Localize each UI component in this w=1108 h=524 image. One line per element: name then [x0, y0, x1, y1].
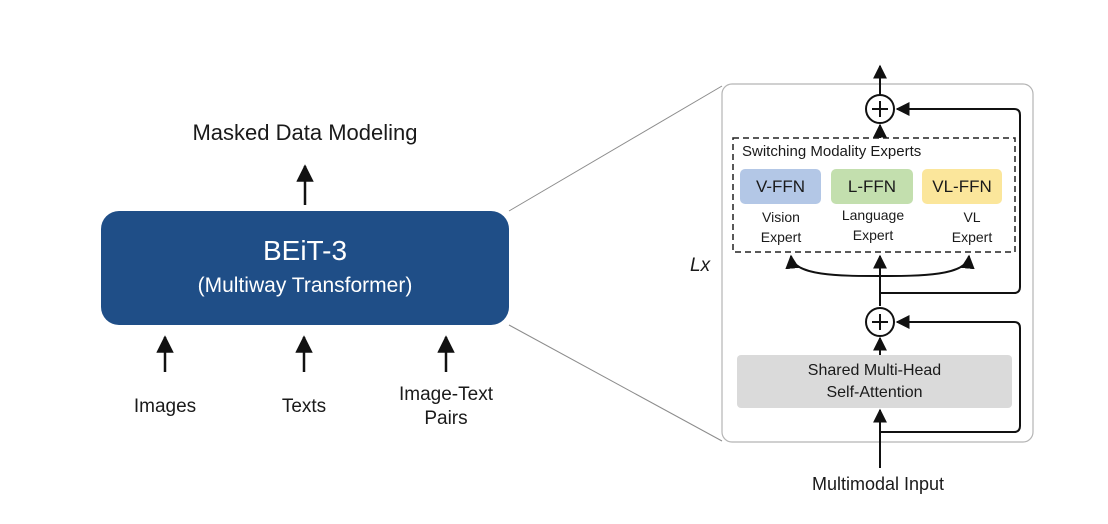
model-title: BEiT-3 — [262, 235, 348, 266]
routing-to-vl — [879, 254, 975, 277]
vision-expert-label: Vision Expert — [760, 209, 802, 245]
zoom-line-top — [508, 85, 723, 212]
residual-ffn — [880, 102, 1021, 294]
language-expert-label: Language Expert — [841, 207, 905, 243]
input-label-texts: Texts — [281, 396, 327, 417]
multimodal-input-label: Multimodal Input — [811, 474, 945, 494]
shared-attention-box: Shared Multi-Head Self-Attention — [737, 355, 1012, 408]
experts-group-title: Switching Modality Experts — [742, 143, 922, 160]
zoom-line-bottom — [508, 324, 723, 442]
input-label-images: Images — [133, 396, 197, 417]
residual-attention — [880, 315, 1021, 433]
beit3-model-box: BEiT-3 (Multiway Transformer) — [101, 211, 509, 325]
routing-to-vision — [785, 254, 881, 277]
input-label-pairs: Image-Text Pairs — [399, 384, 493, 429]
repeat-label: Lx — [690, 255, 711, 276]
vl-expert-label: VL Expert — [951, 209, 993, 245]
v-ffn-box: V-FFN — [740, 169, 821, 204]
l-ffn-box: L-FFN — [831, 169, 913, 204]
model-subtitle: (Multiway Transformer) — [197, 274, 413, 297]
experts-group-frame — [732, 137, 1016, 253]
vl-ffn-box: VL-FFN — [922, 169, 1002, 204]
output-label: Masked Data Modeling — [192, 120, 418, 145]
attention-label: Shared Multi-Head Self-Attention — [807, 362, 942, 401]
